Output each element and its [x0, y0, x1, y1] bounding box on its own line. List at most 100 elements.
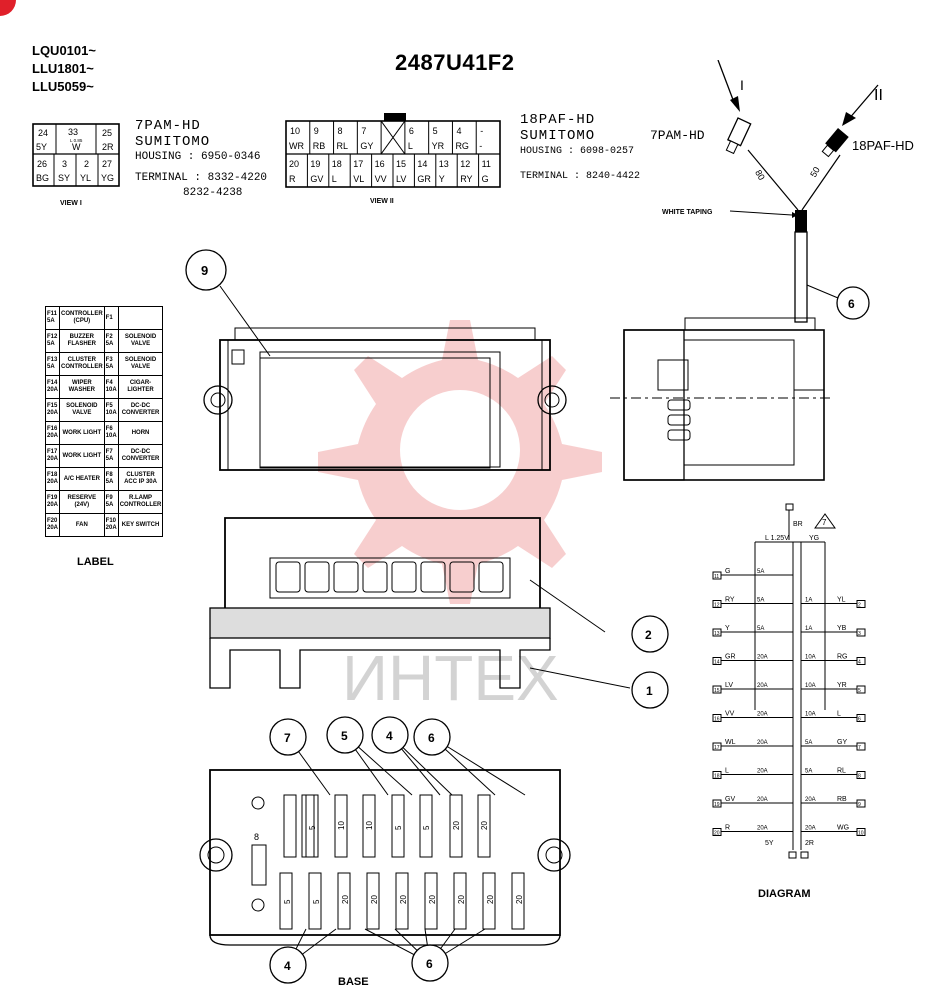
conn18-top-color: GY: [360, 141, 373, 151]
fuse-rating-top: 5: [422, 825, 431, 830]
cover-slot: [304, 561, 330, 593]
serial-1: LQU0101~: [32, 43, 96, 58]
callout-2: 2: [645, 628, 652, 642]
conn18-bot-pin: 14: [417, 159, 427, 169]
label-cell: F5 10A: [103, 398, 119, 422]
label-cell: BUZZER FLASHER: [59, 329, 105, 353]
label-cell: F2 5A: [103, 329, 119, 353]
conn7-pin-27: 27: [102, 159, 112, 169]
cover-slot: [391, 561, 417, 593]
callouts-right: 2 1: [631, 615, 669, 709]
conn7-color-yl: YL: [80, 173, 91, 183]
cover-slot: [420, 561, 446, 593]
conn7-face: 24 33 25 L 0.85 5Y W 2R 26 3 2 27 BG SY …: [32, 123, 120, 187]
diagram-right-rating: 5A: [805, 769, 812, 775]
fuse-rating-top: 5: [308, 825, 317, 830]
conn7-name: 7PAM-HD: [135, 118, 201, 134]
conn18-bot-pin: 20: [289, 159, 299, 169]
page-title: 2487U41F2: [395, 50, 515, 75]
diagram-right-rating: 10A: [805, 712, 816, 718]
fuse-slot-top: [477, 794, 491, 858]
fuse-rating-bottom: 20: [428, 895, 437, 904]
conn18-bot-pin: 18: [332, 159, 342, 169]
serial-2: LLU1801~: [32, 61, 94, 76]
label-cell: F6 10A: [103, 421, 119, 445]
conn7-color-5y: 5Y: [36, 142, 47, 152]
conn7-pin-24: 24: [38, 128, 48, 138]
cover-slot: [275, 561, 301, 593]
diagram-left-wire: RY: [725, 597, 735, 604]
fuse-slot-bottom: [308, 872, 322, 930]
diagram-right-pin: 3: [858, 631, 861, 637]
conn7-view-label: VIEW I: [60, 200, 82, 207]
conn18-bot-pin: 11: [482, 159, 491, 169]
conn18-view-label: VIEW II: [370, 198, 394, 205]
harness-callout-i: I: [740, 77, 744, 93]
callout-5: 5: [341, 729, 348, 743]
diagram-right-pin: 2: [858, 603, 861, 609]
label-cell: SOLENOID VALVE: [59, 398, 105, 422]
conn7-terminal2: 8232-4238: [183, 187, 243, 199]
fuse-rating-bottom: 20: [370, 895, 379, 904]
plug-18paf-icon: [821, 128, 849, 158]
diagram-right-rating: 20A: [805, 797, 816, 803]
conn7-color-w: W: [72, 142, 81, 152]
cover-slot: [362, 561, 388, 593]
conn18-top-pin: 10: [290, 126, 300, 136]
diagram-left-rating: 20A: [757, 769, 768, 775]
diagram-left-rating: 20A: [757, 683, 768, 689]
conn18-top-color: RL: [337, 141, 349, 151]
watermark: ИНТЕХ: [318, 320, 602, 714]
conn18-top-color: L: [408, 141, 413, 151]
label-cell: F11 5A: [45, 306, 60, 330]
diagram-right-wire: RL: [837, 768, 846, 775]
diagram-left-wire: L: [725, 768, 729, 775]
diagram-left-pin: 11: [714, 574, 719, 580]
label-cell: F7 5A: [103, 444, 119, 468]
label-cell: WORK LIGHT: [59, 421, 105, 445]
label-cell: A/C HEATER: [59, 467, 105, 491]
fuse-rating-bottom: 20: [341, 895, 350, 904]
conn18-name: 18PAF-HD: [520, 112, 596, 128]
leader-1: [530, 667, 630, 689]
label-cell: F16 20A: [45, 421, 60, 445]
diagram-right-wire: WG: [837, 825, 849, 832]
fuse-slot-bottom: [395, 872, 409, 930]
label-cell: [117, 306, 164, 330]
cover-slot: [333, 561, 359, 593]
diagram-bottom-left: 5Y: [765, 840, 774, 847]
fuse-rating-top: 10: [365, 821, 374, 830]
diagram-left-wire: GV: [725, 796, 735, 803]
conn7-pin-33: 33: [68, 127, 78, 137]
label-cell: CLUSTER ACC IP 30A: [117, 467, 164, 491]
diagram-right-pin: 9: [858, 802, 861, 808]
conn18-bot-color: Y: [439, 174, 445, 184]
harness-drawing: II I 7PAM-HD 18PAF-HD 80 50 WHITE TAPING…: [610, 60, 914, 481]
cover-slot: [449, 561, 475, 593]
conn18-top-pin: 9: [314, 126, 319, 136]
harness-label-18paf: 18PAF-HD: [852, 138, 914, 153]
diagram-left-wire: R: [725, 825, 730, 832]
conn18-top-pin: 4: [456, 126, 461, 136]
diagram-left-rating: 5A: [757, 626, 764, 632]
diagram-left-rating: 20A: [757, 740, 768, 746]
label-cell: DC-DC CONVERTER: [117, 444, 164, 468]
fuse-slot-bottom: [366, 872, 380, 930]
diagram-right-pin: 10: [858, 831, 864, 837]
diagram-triangle-label: 7: [822, 518, 827, 527]
conn18-bot-color: GR: [417, 174, 431, 184]
diagram-left-wire: GR: [725, 654, 736, 661]
conn18-bot-color: VV: [375, 174, 387, 184]
conn18-top-pin: 8: [338, 126, 343, 136]
diagram-left-rating: 20A: [757, 826, 768, 832]
label-cell: F18 20A: [45, 467, 60, 491]
diagram-right-wire: L: [837, 711, 841, 718]
label-cell: SOLENOID VALVE: [117, 329, 164, 353]
conn18-top-color: WR: [289, 141, 304, 151]
conn18-bot-pin: 16: [375, 159, 385, 169]
